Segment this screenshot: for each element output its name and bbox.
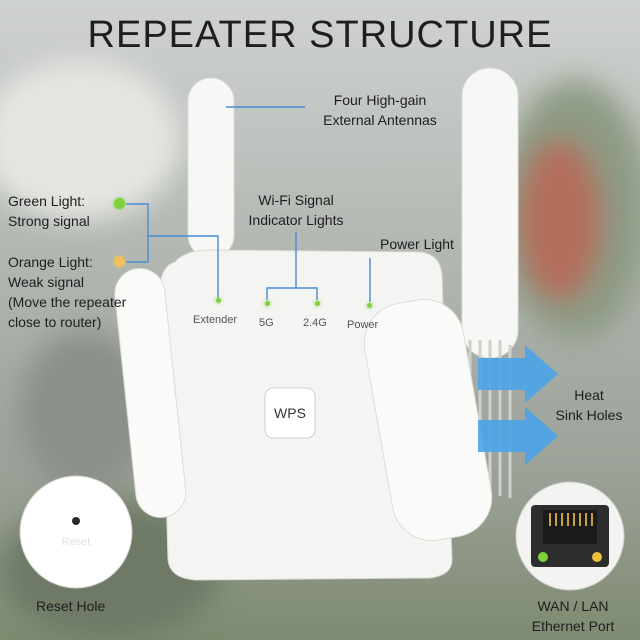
background-blur-player — [520, 140, 600, 300]
orange-light-label-line1: Orange Light: — [8, 254, 93, 270]
heat-arrows — [478, 345, 558, 465]
heat-sink-label-line1: Heat — [574, 387, 604, 403]
heat-sink-label-line2: Sink Holes — [555, 407, 623, 423]
page-title: REPEATER STRUCTURE — [87, 14, 553, 56]
extender-label: Extender — [193, 314, 238, 326]
antennas-label-line1: Four High-gain — [333, 92, 427, 108]
wps-label: WPS — [274, 405, 306, 421]
heat-arrow-lower — [478, 407, 558, 465]
green-light-dot — [114, 198, 125, 209]
orange-light-label-line4: close to router) — [8, 314, 102, 330]
background-blur-window — [0, 60, 180, 220]
antenna-front-right — [363, 298, 493, 542]
ethernet-led-green — [538, 552, 548, 562]
wps-button — [264, 387, 316, 439]
ethernet-led-yellow — [592, 552, 602, 562]
2-4g-led — [315, 301, 320, 306]
antenna-back-left — [187, 77, 235, 259]
green-light-label: Green Light: Strong signal — [8, 191, 90, 231]
wan-lan-label-line2: Ethernet Port — [531, 618, 615, 634]
wifi-indicators-label: Wi-Fi Signal Indicator Lights — [236, 190, 356, 230]
orange-light-label-line2: Weak signal — [8, 274, 85, 290]
power-light-label: Power Light — [380, 236, 454, 252]
antenna-back-right — [461, 67, 519, 359]
orange-light-label: Orange Light: Weak signal (Move the repe… — [8, 252, 126, 332]
heat-sink-label: Heat Sink Holes — [544, 385, 634, 425]
reset-hole-label: Reset Hole — [36, 598, 106, 614]
2-4g-label: 2.4G — [303, 317, 327, 329]
reset-hole — [72, 517, 80, 525]
reset-inset — [19, 475, 133, 589]
ethernet-pins — [549, 513, 593, 526]
orange-light-label-line3: (Move the repeater — [8, 294, 127, 310]
5g-led — [265, 301, 270, 306]
5g-label: 5G — [259, 317, 274, 329]
ethernet-port-inner — [543, 510, 597, 544]
green-light-label-line1: Green Light: — [8, 193, 86, 209]
green-light-label-line2: Strong signal — [8, 213, 90, 229]
antenna-front-left — [114, 268, 187, 518]
heat-arrow-upper — [478, 345, 558, 403]
wan-lan-label: WAN / LAN Ethernet Port — [514, 596, 632, 636]
antennas-label-line2: External Antennas — [323, 112, 437, 128]
callout-lines — [126, 106, 371, 302]
reset-label: Reset — [61, 536, 91, 548]
wifi-indicators-label-line2: Indicator Lights — [248, 212, 344, 228]
power-label: Power — [347, 319, 378, 331]
orange-light-dot — [114, 256, 125, 267]
wifi-indicators-label-line1: Wi-Fi Signal — [258, 192, 334, 208]
wan-lan-label-line1: WAN / LAN — [537, 598, 609, 614]
extender-led — [216, 298, 221, 303]
power-led — [367, 303, 372, 308]
antennas-label: Four High-gain External Antennas — [310, 90, 450, 130]
